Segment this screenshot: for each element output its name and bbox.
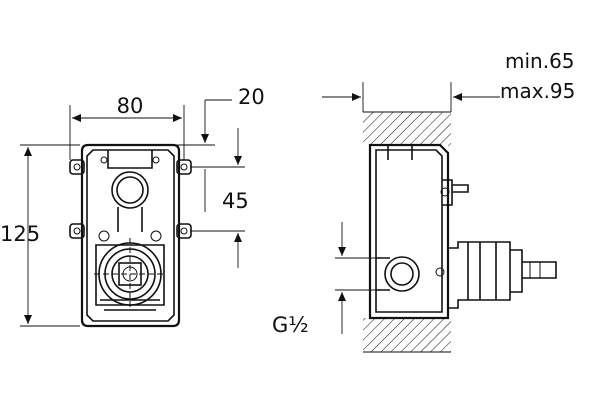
width-label: 80 <box>117 94 144 118</box>
top-offset-dimension <box>176 99 232 146</box>
top-offset-label: 20 <box>238 85 265 109</box>
wall-hatch-bottom <box>363 318 451 352</box>
wall-hatch-top <box>363 112 451 146</box>
width-dimension <box>69 105 185 160</box>
top-outlet <box>100 150 160 232</box>
depth-min-label: min.65 <box>505 49 575 73</box>
mount-spacing-label: 45 <box>222 189 249 213</box>
mount-spacing-dimension <box>190 128 245 268</box>
thread-label: G½ <box>272 313 309 337</box>
height-label: 125 <box>0 222 40 246</box>
depth-dimension <box>322 82 500 112</box>
depth-max-label: max.95 <box>500 79 575 103</box>
height-dimension <box>20 144 80 327</box>
thread-dimension <box>335 222 388 334</box>
housing <box>368 143 450 320</box>
side-view: min.65 max.95 G½ <box>272 49 575 353</box>
front-view: 80 20 45 125 <box>0 85 265 328</box>
cartridge <box>448 241 557 309</box>
